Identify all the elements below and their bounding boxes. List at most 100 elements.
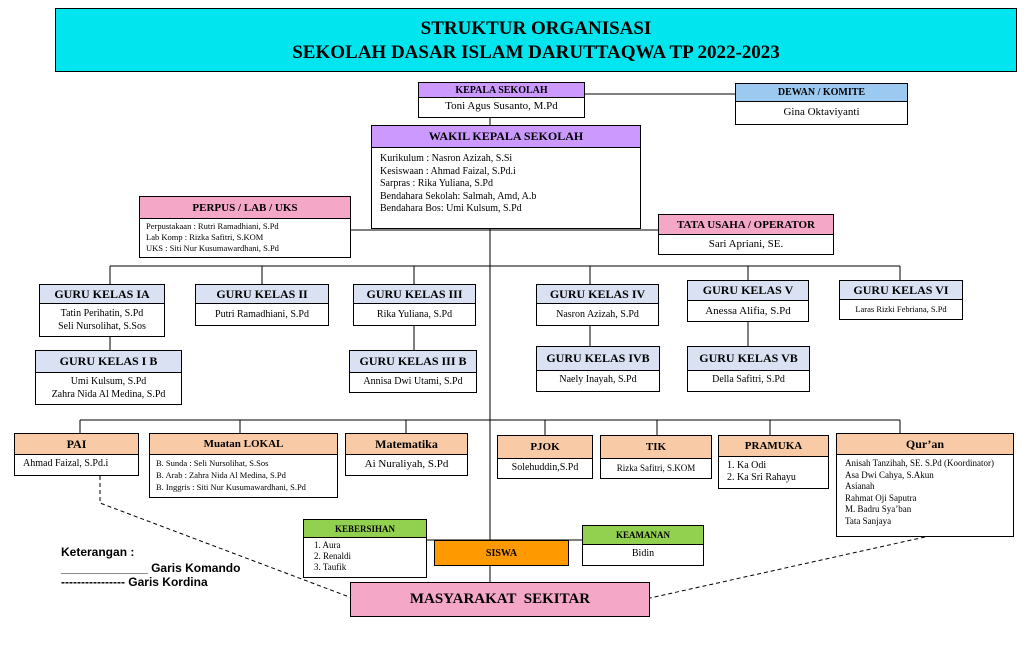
wakil-line: Sarpras : Rika Yuliana, S.Pd bbox=[380, 178, 493, 189]
wakil-kepala-list: Kurikulum : Nasron Azizah, S.Si Kesiswaa… bbox=[372, 148, 640, 218]
muatan-lokal-title: Muatan LOKAL bbox=[150, 434, 337, 455]
quran-title: Qur’an bbox=[837, 434, 1013, 455]
perpus-list: Perpustakaan : Rutri Ramadhiani, S.Pd La… bbox=[140, 219, 350, 256]
guru-kelas-v-title: GURU KELAS V bbox=[688, 281, 808, 301]
kepala-sekolah-title: KEPALA SEKOLAH bbox=[419, 83, 584, 98]
guru-kelas-iii-box: GURU KELAS III Rika Yuliana, S.Pd bbox=[353, 284, 476, 326]
guru-kelas-iiib-title: GURU KELAS III B bbox=[350, 351, 476, 373]
guru-kelas-ib-list: Umi Kulsum, S.Pd Zahra Nida Al Medina, S… bbox=[36, 373, 181, 403]
tata-usaha-title: TATA USAHA / OPERATOR bbox=[659, 215, 833, 235]
kepala-sekolah-box: KEPALA SEKOLAH Toni Agus Susanto, M.Pd bbox=[418, 82, 585, 118]
legend-kordina: ---------------- Garis Kordina bbox=[61, 575, 208, 589]
legend-komando: _____________ Garis Komando bbox=[61, 561, 241, 575]
guru-kelas-ia-title: GURU KELAS IA bbox=[40, 285, 164, 304]
guru-kelas-ia-list: Tatin Perihatin, S.Pd Seli Nursolihat, S… bbox=[40, 304, 164, 335]
teacher-name: Nasron Azizah, S.Pd bbox=[556, 309, 639, 320]
guru-kelas-ivb-box: GURU KELAS IVB Naely Inayah, S.Pd bbox=[536, 346, 660, 392]
teacher-name: Putri Ramadhiani, S.Pd bbox=[215, 309, 309, 320]
matematika-box: Matematika Ai Nuraliyah, S.Pd bbox=[345, 433, 468, 476]
legend: Keterangan : _____________ Garis Komando… bbox=[61, 545, 240, 589]
teacher-name: B. Arab : Zahra Nida Al Medina, S.Pd bbox=[156, 470, 286, 480]
teacher-name: B. Inggris : Siti Nur Kusumawardhani, S.… bbox=[156, 482, 306, 492]
teacher-name: Naely Inayah, S.Pd bbox=[559, 374, 637, 385]
perpus-line: UKS : Siti Nur Kusumawardhani, S.Pd bbox=[146, 243, 279, 253]
teacher-name: 1. Ka Odi bbox=[727, 460, 767, 471]
guru-kelas-ivb-title: GURU KELAS IVB bbox=[537, 347, 659, 371]
teacher-name: Asa Dwi Cahya, S.Akun bbox=[845, 469, 934, 480]
muatan-lokal-list: B. Sunda : Seli Nursolihat, S.Sos B. Ara… bbox=[150, 455, 337, 495]
teacher-name: Tata Sanjaya bbox=[845, 515, 892, 526]
teacher-name: Rika Yuliana, S.Pd bbox=[376, 309, 453, 320]
guru-kelas-v-box: GURU KELAS V Anessa Alifia, S.Pd bbox=[687, 280, 809, 322]
teacher-name: Della Safitri, S.Pd bbox=[712, 374, 785, 385]
teacher-name: Anisah Tanzihah, SE. S.Pd (Koordinator) bbox=[845, 458, 994, 468]
staff-name: 1. Aura bbox=[314, 540, 341, 550]
teacher-name: Zahra Nida Al Medina, S.Pd bbox=[51, 389, 166, 400]
masyarakat-sekitar-box: MASYARAKAT SEKITAR bbox=[350, 582, 650, 617]
title-line-1: STRUKTUR ORGANISASI bbox=[420, 18, 652, 39]
teacher-name: Tatin Perihatin, S.Pd bbox=[60, 308, 144, 319]
guru-kelas-vb-box: GURU KELAS VB Della Safitri, S.Pd bbox=[687, 346, 810, 392]
guru-kelas-ib-box: GURU KELAS I B Umi Kulsum, S.Pd Zahra Ni… bbox=[35, 350, 182, 405]
muatan-lokal-box: Muatan LOKAL B. Sunda : Seli Nursolihat,… bbox=[149, 433, 338, 498]
tata-usaha-box: TATA USAHA / OPERATOR Sari Apriani, SE. bbox=[658, 214, 834, 255]
quran-list: Anisah Tanzihah, SE. S.Pd (Koordinator) … bbox=[837, 455, 1013, 529]
kebersihan-list: 1. Aura 2. Renaldi 3. Taufik bbox=[304, 538, 426, 575]
dewan-komite-box: DEWAN / KOMITE Gina Oktaviyanti bbox=[735, 83, 908, 125]
guru-kelas-iv-box: GURU KELAS IV Nasron Azizah, S.Pd bbox=[536, 284, 659, 326]
staff-name: Bidin bbox=[631, 548, 655, 559]
legend-title: Keterangan : bbox=[61, 545, 135, 559]
guru-kelas-iii-title: GURU KELAS III bbox=[354, 285, 475, 304]
teacher-name: Ai Nuraliyah, S.Pd bbox=[364, 458, 449, 470]
teacher-name: Seli Nursolihat, S.Sos bbox=[58, 321, 146, 332]
pai-title: PAI bbox=[15, 434, 138, 455]
kepala-sekolah-name: Toni Agus Susanto, M.Pd bbox=[445, 100, 558, 112]
perpus-line: Perpustakaan : Rutri Ramadhiani, S.Pd bbox=[146, 221, 279, 231]
wakil-line: Bendahara Bos: Umi Kulsum, S.Pd bbox=[380, 203, 522, 214]
guru-kelas-ia-box: GURU KELAS IA Tatin Perihatin, S.Pd Seli… bbox=[39, 284, 165, 337]
guru-kelas-ii-title: GURU KELAS II bbox=[196, 285, 328, 304]
chart-title: STRUKTUR ORGANISASI SEKOLAH DASAR ISLAM … bbox=[55, 8, 1017, 72]
teacher-name: Annisa Dwi Utami, S.Pd bbox=[363, 376, 463, 387]
masyarakat-sekitar-title: MASYARAKAT SEKITAR bbox=[409, 591, 591, 607]
guru-kelas-ii-box: GURU KELAS II Putri Ramadhiani, S.Pd bbox=[195, 284, 329, 326]
teacher-name: M. Badru Sya’ban bbox=[845, 504, 912, 514]
teacher-name: Anessa Alifia, S.Pd bbox=[705, 305, 791, 317]
teacher-name: Rahmat Oji Saputra bbox=[845, 492, 917, 503]
pjok-title: PJOK bbox=[498, 436, 592, 459]
dewan-komite-title: DEWAN / KOMITE bbox=[736, 84, 907, 102]
siswa-title: SISWA bbox=[485, 547, 518, 559]
perpus-line: Lab Komp : Rizka Safitri, S.KOM bbox=[146, 232, 264, 242]
guru-kelas-iv-title: GURU KELAS IV bbox=[537, 285, 658, 304]
tik-box: TIK Rizka Safitri, S.KOM bbox=[600, 435, 712, 479]
teacher-name: Rizka Safitri, S.KOM bbox=[616, 463, 696, 473]
guru-kelas-vi-box: GURU KELAS VI Laras Rizki Febriana, S.Pd bbox=[839, 280, 963, 320]
quran-box: Qur’an Anisah Tanzihah, SE. S.Pd (Koordi… bbox=[836, 433, 1014, 537]
keamanan-title: KEAMANAN bbox=[583, 526, 703, 545]
guru-kelas-iiib-box: GURU KELAS III B Annisa Dwi Utami, S.Pd bbox=[349, 350, 477, 393]
teacher-name: B. Sunda : Seli Nursolihat, S.Sos bbox=[156, 458, 269, 468]
pramuka-list: 1. Ka Odi 2. Ka Sri Rahayu bbox=[719, 457, 828, 486]
kebersihan-box: KEBERSIHAN 1. Aura 2. Renaldi 3. Taufik bbox=[303, 519, 427, 578]
staff-name: 2. Renaldi bbox=[314, 551, 351, 561]
pramuka-box: PRAMUKA 1. Ka Odi 2. Ka Sri Rahayu bbox=[718, 435, 829, 489]
teacher-name: Solehuddin,S.Pd bbox=[511, 462, 579, 473]
wakil-kepala-title: WAKIL KEPALA SEKOLAH bbox=[372, 126, 640, 148]
wakil-kepala-box: WAKIL KEPALA SEKOLAH Kurikulum : Nasron … bbox=[371, 125, 641, 229]
teacher-name: Umi Kulsum, S.Pd bbox=[70, 376, 147, 387]
pai-box: PAI Ahmad Faizal, S.Pd.i bbox=[14, 433, 139, 476]
teacher-name: 2. Ka Sri Rahayu bbox=[727, 472, 796, 483]
matematika-title: Matematika bbox=[346, 434, 467, 455]
wakil-line: Kesiswaan : Ahmad Faizal, S.Pd.i bbox=[380, 165, 516, 177]
teacher-name: Laras Rizki Febriana, S.Pd bbox=[855, 304, 947, 314]
guru-kelas-ib-title: GURU KELAS I B bbox=[36, 351, 181, 373]
tata-usaha-name: Sari Apriani, SE. bbox=[708, 238, 784, 250]
title-line-2: SEKOLAH DASAR ISLAM DARUTTAQWA TP 2022-2… bbox=[292, 42, 780, 63]
teacher-name: Ahmad Faizal, S.Pd.i bbox=[23, 458, 109, 469]
staff-name: 3. Taufik bbox=[314, 562, 347, 572]
siswa-box: SISWA bbox=[434, 540, 569, 566]
teacher-name: Asianah bbox=[845, 481, 875, 491]
keamanan-box: KEAMANAN Bidin bbox=[582, 525, 704, 566]
guru-kelas-vb-title: GURU KELAS VB bbox=[688, 347, 809, 371]
guru-kelas-vi-title: GURU KELAS VI bbox=[840, 281, 962, 300]
